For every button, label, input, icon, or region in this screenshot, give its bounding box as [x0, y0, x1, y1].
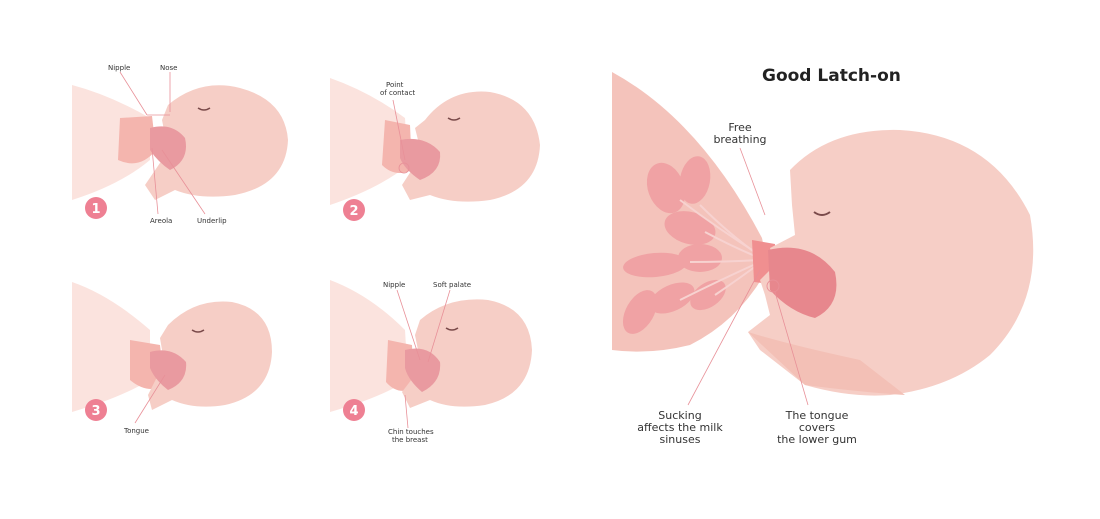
main-latch-illustration: Good Latch-on: [612, 66, 1034, 446]
milk-lobules: [622, 156, 726, 334]
panel-step-2: Point of contact 2: [330, 78, 540, 221]
label-the-breast: the breast: [392, 436, 428, 444]
label-nipple: Nipple: [383, 281, 405, 289]
step-number: 4: [349, 404, 358, 419]
step-badge: [343, 399, 365, 421]
step-number: 1: [91, 202, 100, 217]
line-nipple: [396, 289, 421, 361]
lobule: [679, 156, 711, 204]
line-sucking: [687, 269, 761, 406]
label-affects: affects the milk: [637, 421, 723, 434]
step-badge: [343, 199, 365, 221]
step-badge: [85, 197, 107, 219]
baby-ear-shadow: [748, 332, 905, 395]
baby-mouth: [150, 350, 187, 390]
baby-mouth: [768, 247, 837, 318]
label-chin-touches: Chin touches: [388, 428, 434, 436]
label-breathing: breathing: [713, 133, 766, 146]
lobule: [664, 211, 716, 245]
contact-point-marker: [398, 162, 410, 174]
panel-step-3: Tongue 3: [72, 282, 272, 435]
baby-eye: [191, 329, 205, 333]
baby-head: [402, 91, 540, 202]
baby-mouth: [405, 348, 441, 392]
areola-shape: [118, 116, 156, 164]
line-tongue: [134, 374, 166, 424]
lobule: [649, 282, 695, 314]
lobule: [646, 162, 686, 214]
label-point: Point: [386, 81, 404, 89]
label-lower-gum: the lower gum: [777, 433, 857, 446]
panel-step-1: Nipple Nose Areola Underlip 1: [72, 64, 288, 225]
breast-shape: [330, 78, 408, 205]
line-soft-palate: [427, 289, 451, 363]
line-free-breathing: [739, 147, 766, 216]
baby-head: [748, 129, 1034, 396]
label-areola: Areola: [150, 217, 172, 225]
gum-marker: [766, 279, 780, 293]
main-title: Good Latch-on: [762, 66, 901, 86]
label-nose: Nose: [160, 64, 177, 72]
lobule: [678, 244, 722, 272]
lobule: [623, 252, 687, 278]
label-free: Free: [728, 121, 752, 134]
line-underlip: [161, 149, 206, 215]
label-tongue: Tongue: [123, 427, 149, 435]
baby-head: [145, 85, 288, 200]
step-number: 3: [91, 404, 100, 419]
line-nipple: [119, 71, 148, 116]
baby-eye: [445, 327, 459, 331]
breast-shape: [72, 85, 150, 200]
label-sucking: Sucking: [658, 409, 701, 422]
label-soft-palate: Soft palate: [433, 281, 471, 289]
label-underlip: Underlip: [197, 217, 227, 225]
baby-mouth: [150, 126, 186, 170]
line-chin: [404, 394, 409, 429]
step-badge: [85, 399, 107, 421]
line-point-of-contact: [392, 99, 406, 161]
label-nipple: Nipple: [108, 64, 130, 72]
lobule: [690, 279, 726, 311]
label-sinuses: sinuses: [660, 433, 701, 446]
line-areola: [151, 147, 159, 215]
baby-eye: [813, 211, 831, 216]
label-the-tongue: The tongue: [785, 409, 849, 422]
label-covers: covers: [799, 421, 836, 434]
lobule: [622, 290, 658, 334]
label-of-contact: of contact: [380, 89, 415, 97]
panel-step-4: Nipple Soft palate Chin touches the brea…: [330, 280, 532, 444]
step-number: 2: [349, 204, 358, 219]
baby-eye: [197, 107, 211, 111]
line-tongue-covers: [774, 291, 809, 406]
baby-mouth: [400, 138, 441, 180]
baby-eye: [447, 117, 461, 121]
